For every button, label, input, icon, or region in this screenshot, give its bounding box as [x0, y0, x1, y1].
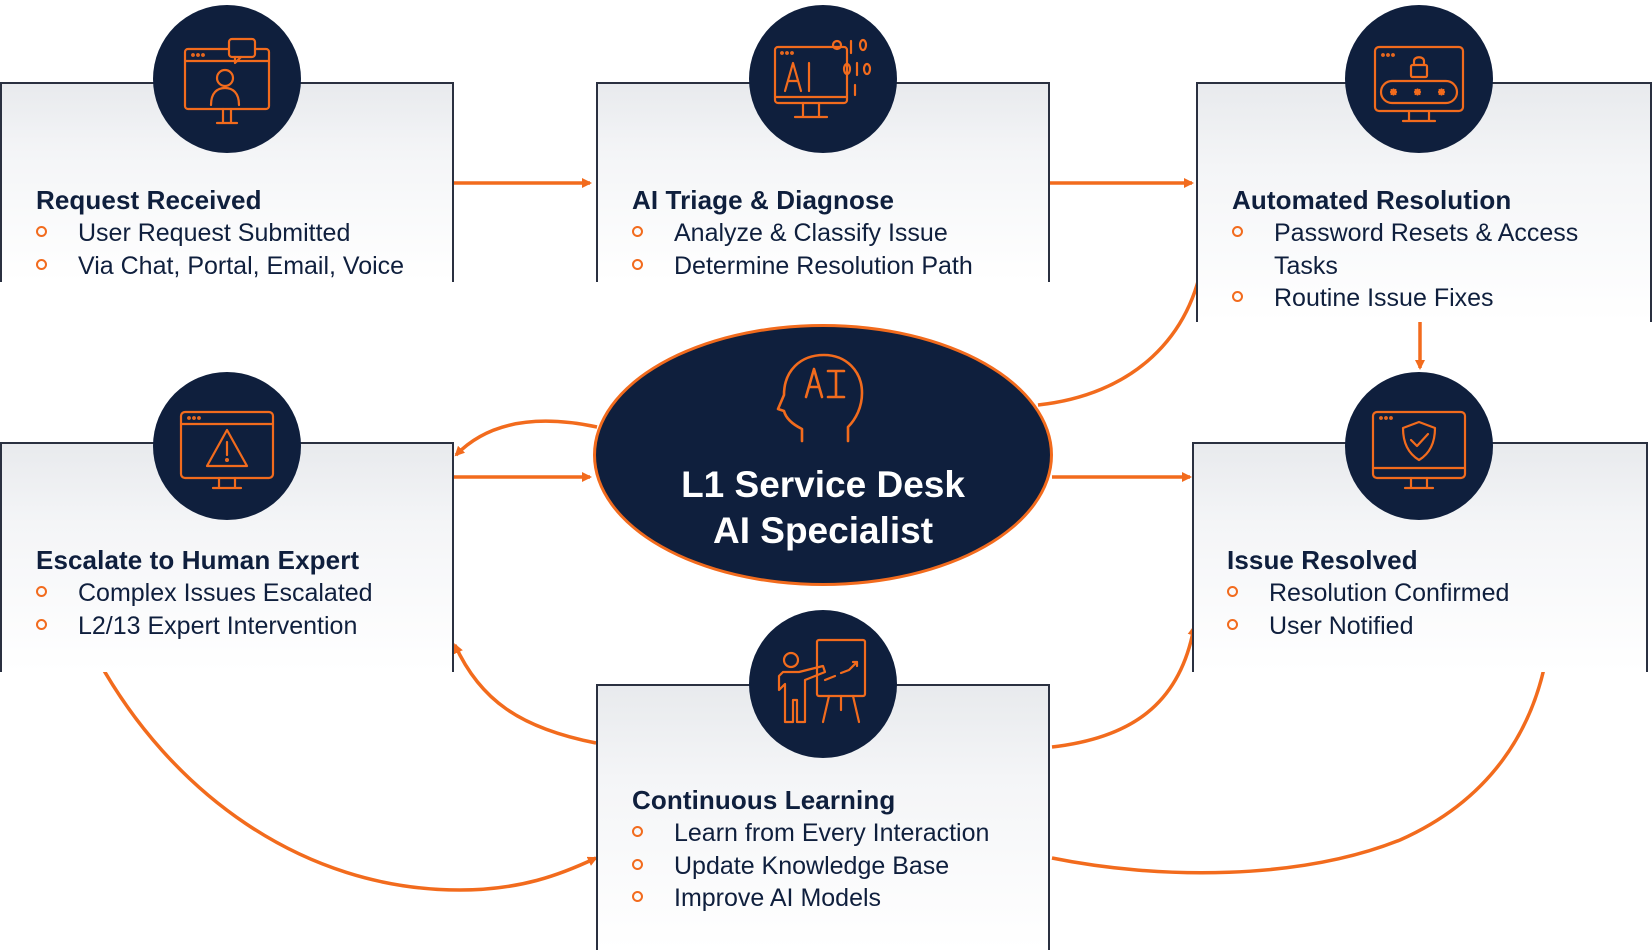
bullet-icon: [36, 258, 47, 270]
card-list: Analyze & Classify Issue Determine Resol…: [632, 217, 973, 282]
list-item: Password Resets & Access: [1232, 217, 1578, 250]
card-title: AI Triage & Diagnose: [632, 185, 895, 215]
card-list: Password Resets & Access Tasks Routine I…: [1232, 217, 1578, 315]
ai-head-icon: [776, 353, 864, 443]
card-request-received: Request Received User Request Submitted …: [0, 82, 454, 282]
card-title: Escalate to Human Expert: [36, 545, 360, 575]
card-title: Issue Resolved: [1227, 545, 1418, 575]
list-item: Tasks: [1274, 251, 1338, 280]
bullet-icon: [36, 226, 47, 237]
list-item: Analyze & Classify Issue: [632, 217, 973, 250]
list-item: Resolution Confirmed: [1227, 577, 1509, 610]
arrow-center-to-escalate: [454, 419, 598, 457]
list-item: Learn from Every Interaction: [632, 817, 989, 850]
bullet-icon: [1227, 586, 1238, 597]
arrow-learning-to-escalate: [453, 643, 597, 745]
password-monitor-icon: [1345, 5, 1493, 153]
card-list: Learn from Every Interaction Update Know…: [632, 817, 989, 915]
arrow-escalate-to-learning: [96, 659, 598, 892]
list-item: L2/13 Expert Intervention: [36, 610, 373, 643]
bullet-icon: [632, 226, 643, 237]
bullet-icon: [632, 826, 643, 837]
bullet-icon: [632, 258, 643, 270]
arrow-center-to-automated: [1037, 243, 1210, 407]
card-title: Continuous Learning: [632, 785, 896, 815]
bullet-icon: [1232, 291, 1243, 302]
list-item: Update Knowledge Base: [632, 850, 989, 883]
list-item: Improve AI Models: [632, 882, 989, 915]
list-item: User Request Submitted: [36, 217, 404, 250]
chat-monitor-icon: [153, 5, 301, 153]
arrow-learning-to-resolved: [1051, 625, 1198, 749]
list-item: Complex Issues Escalated: [36, 577, 373, 610]
teacher-board-icon: [749, 610, 897, 758]
bullet-icon: [36, 618, 47, 630]
bullet-icon: [632, 858, 643, 870]
list-item: Routine Issue Fixes: [1232, 282, 1578, 315]
center-title-line2: AI Specialist: [712, 510, 934, 551]
card-list: User Request Submitted Via Chat, Portal,…: [36, 217, 404, 282]
card-ai-triage: AI Triage & Diagnose Analyze & Classify …: [596, 82, 1050, 282]
bullet-icon: [1232, 226, 1243, 237]
center-title-line1: L1 Service Desk: [681, 464, 965, 505]
bullet-icon: [36, 586, 47, 597]
shield-monitor-icon: [1345, 372, 1493, 520]
list-item: Via Chat, Portal, Email, Voice: [36, 250, 404, 283]
list-item: Determine Resolution Path: [632, 250, 973, 283]
card-title: Automated Resolution: [1232, 185, 1512, 215]
bullet-icon: [1227, 618, 1238, 630]
list-item: User Notified: [1227, 610, 1509, 643]
card-list: Resolution Confirmed User Notified: [1227, 577, 1509, 642]
bullet-icon: [632, 891, 643, 902]
arrow-learning-to-resolved-bottom: [1051, 646, 1552, 875]
ai-monitor-icon: [749, 5, 897, 153]
card-title: Request Received: [36, 185, 262, 215]
card-list: Complex Issues Escalated L2/13 Expert In…: [36, 577, 373, 642]
center-ai-specialist: L1 Service Desk AI Specialist: [593, 324, 1053, 586]
warning-monitor-icon: [153, 372, 301, 520]
